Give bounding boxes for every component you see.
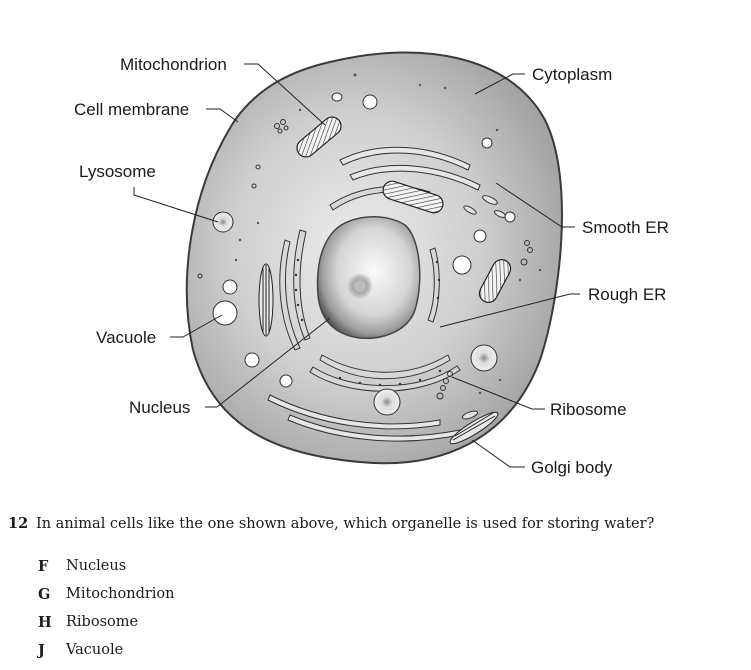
choice-h[interactable]: H Ribosome <box>38 608 175 636</box>
choice-f[interactable]: F Nucleus <box>38 552 175 580</box>
leader-cytoplasm <box>474 73 525 95</box>
leader-lysosome <box>133 187 219 223</box>
mitochondria <box>296 116 512 303</box>
leader-nucleus <box>205 317 331 408</box>
label-nucleus: Nucleus <box>129 398 191 417</box>
choice-text: Ribosome <box>66 614 139 630</box>
choice-letter: F <box>38 557 49 575</box>
leader-rough-er <box>439 293 580 328</box>
leader-cell-membrane <box>206 108 239 123</box>
cell-diagram: Mitochondrion Cell membrane Lysosome Vac… <box>74 51 669 477</box>
label-golgi-body: Golgi body <box>531 458 613 477</box>
label-lysosome: Lysosome <box>79 162 156 181</box>
golgi-body <box>258 263 499 445</box>
choice-letter: G <box>38 585 51 603</box>
label-smooth-er: Smooth ER <box>582 218 669 237</box>
lysosomes <box>212 211 498 416</box>
leader-mitochondrion <box>244 63 326 126</box>
answer-choices: F Nucleus G Mitochondrion H Ribosome J V… <box>38 552 175 664</box>
cell-illustration <box>133 51 580 468</box>
smooth-er <box>267 146 507 442</box>
label-vacuole: Vacuole <box>96 328 157 347</box>
choice-letter: J <box>38 641 45 659</box>
label-rough-er: Rough ER <box>588 285 667 304</box>
label-mitochondrion: Mitochondrion <box>120 55 227 74</box>
vacuoles <box>212 92 516 388</box>
question-text: In animal cells like the one shown above… <box>36 516 655 532</box>
choice-letter: H <box>38 613 52 631</box>
choice-text: Vacuole <box>66 642 124 658</box>
label-cell-membrane: Cell membrane <box>74 100 190 119</box>
label-ribosome: Ribosome <box>550 400 627 419</box>
choice-text: Nucleus <box>66 558 127 574</box>
cytoplasm-granules <box>234 73 542 395</box>
ribosomes <box>197 119 533 400</box>
leader-smooth-er <box>495 182 575 228</box>
rough-er-ribosomes <box>294 258 442 387</box>
leader-lines <box>133 63 580 468</box>
question-number: 12 <box>8 515 29 532</box>
choice-text: Mitochondrion <box>66 586 175 602</box>
leader-vacuole <box>170 314 223 338</box>
choice-g[interactable]: G Mitochondrion <box>38 580 175 608</box>
label-cytoplasm: Cytoplasm <box>532 65 613 84</box>
choice-j[interactable]: J Vacuole <box>38 636 175 664</box>
leader-golgi-body <box>471 439 525 468</box>
leader-ribosome <box>451 376 545 410</box>
question-stem: 12 In animal cells like the one shown abo… <box>8 515 654 532</box>
